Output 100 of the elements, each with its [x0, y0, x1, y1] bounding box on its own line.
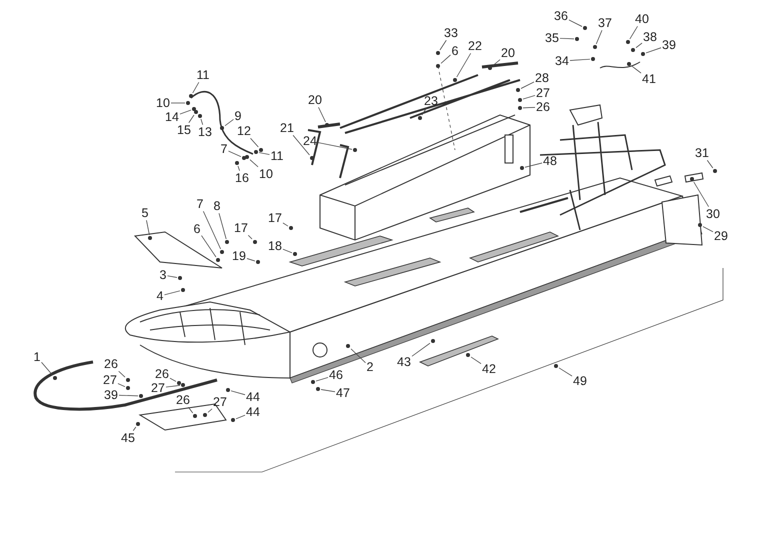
callout-number: 27 [151, 382, 165, 394]
leader-line [250, 159, 258, 168]
hardware-part [225, 240, 229, 244]
leader-line [596, 30, 602, 44]
callout-number: 21 [280, 122, 294, 134]
hardware-part [591, 57, 595, 61]
callout-number: 29 [714, 230, 728, 242]
callout-number: 23 [424, 94, 438, 108]
leader-line [632, 66, 642, 74]
hardware-part [139, 394, 143, 398]
callout-number: 10 [156, 96, 170, 110]
callout-number: 35 [545, 32, 559, 44]
callout-number: 26 [536, 100, 550, 114]
hardware-part [126, 386, 130, 390]
hardware-part [181, 383, 185, 387]
leader-line [246, 258, 256, 262]
hardware-part [235, 161, 239, 165]
leader-line [440, 40, 447, 50]
callout-number: 17 [268, 212, 282, 224]
hardware-part [254, 150, 258, 154]
leader-line [560, 38, 574, 40]
leader-line [693, 182, 709, 208]
leader-line [118, 370, 126, 378]
leader-line [146, 220, 150, 236]
hardware-part [181, 288, 185, 292]
callout-number: 11 [270, 150, 284, 162]
hardware-part [203, 413, 207, 417]
leader-line [629, 26, 638, 40]
hardware-part [194, 110, 198, 114]
leader-line [170, 378, 176, 382]
hardware-part [518, 98, 522, 102]
callout-number: 39 [662, 38, 676, 52]
callout-number: 42 [482, 362, 496, 376]
leader-line [201, 235, 216, 258]
leader-line [524, 162, 542, 168]
callout-number: 44 [246, 390, 260, 404]
hardware-part [713, 169, 717, 173]
leader-line [470, 356, 482, 364]
callout-number: 43 [397, 356, 411, 368]
hardware-part [698, 223, 702, 227]
hardware-part [226, 388, 230, 392]
callout-number: 26 [176, 394, 190, 406]
leader-line [250, 138, 259, 148]
leader-line [702, 226, 714, 232]
callout-number: 34 [555, 54, 569, 68]
hardware-part [520, 166, 524, 170]
leader-line [422, 108, 427, 116]
callout-number: 27 [103, 374, 117, 386]
callout-number: 20 [308, 94, 322, 106]
hardware-part [690, 177, 694, 181]
leader-line [350, 348, 366, 364]
callout-number: 47 [336, 386, 350, 400]
hardware-part [316, 387, 320, 391]
hardware-part [641, 52, 645, 56]
hardware-part [289, 226, 293, 230]
hardware-part [198, 114, 202, 118]
hardware-part [245, 155, 249, 159]
callout-number: 24 [303, 134, 317, 148]
leader-line [568, 20, 582, 27]
hardware-part [178, 276, 182, 280]
hardware-part [631, 48, 635, 52]
callout-number: 18 [268, 240, 282, 252]
hardware-part [518, 106, 522, 110]
hardware-part [325, 123, 329, 127]
leader-line [202, 210, 221, 250]
callout-number: 31 [695, 146, 709, 160]
callout-number: 45 [121, 432, 135, 444]
callout-number: 5 [142, 206, 148, 220]
hardware-part [126, 378, 130, 382]
callout-number: 37 [598, 16, 612, 30]
hardware-part [466, 353, 470, 357]
leader-line [558, 368, 572, 376]
leader-line [318, 106, 326, 122]
hardware-part [488, 66, 492, 70]
callout-number: 3 [160, 268, 166, 282]
callout-number: 6 [194, 222, 200, 236]
hardware-part [220, 126, 224, 130]
callout-number: 30 [706, 208, 720, 220]
callout-number: 12 [237, 124, 251, 138]
callout-number: 20 [501, 46, 515, 60]
callout-number: 14 [165, 110, 179, 124]
leader-line [412, 342, 430, 357]
leader-line [236, 414, 246, 420]
leader-line [188, 406, 194, 414]
leader-line [646, 47, 662, 54]
leader-line [492, 59, 500, 66]
callout-number: 26 [155, 368, 169, 380]
hardware-part [189, 94, 193, 98]
hardware-part [192, 107, 196, 111]
hardware-part [516, 88, 520, 92]
callout-number: 27 [536, 86, 550, 100]
leader-line [456, 52, 472, 78]
hardware-part [583, 26, 587, 30]
hardware-part [311, 380, 315, 384]
callout-number: 26 [104, 358, 118, 370]
leader-line [167, 275, 178, 278]
leader-line [238, 166, 240, 172]
leader-line [636, 42, 642, 48]
callout-number: 16 [235, 172, 249, 184]
callout-number: 38 [643, 30, 657, 44]
